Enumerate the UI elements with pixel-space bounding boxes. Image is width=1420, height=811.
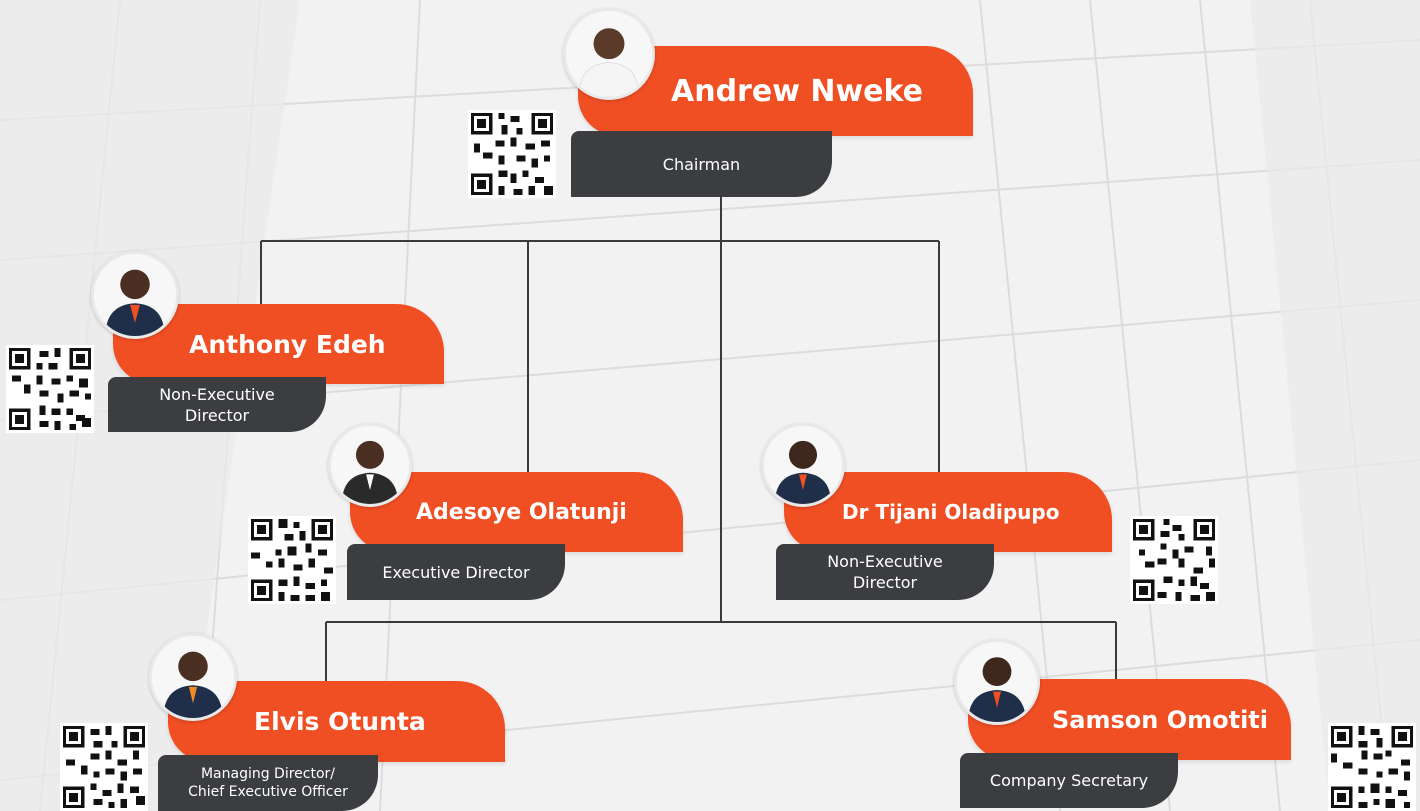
director-name-bar: Dr Tijani Oladipupo xyxy=(784,472,1112,552)
chairman-avatar-person-photo-icon xyxy=(563,8,655,100)
director-title-bar: Executive Director xyxy=(347,544,565,600)
executive-name-bar: Samson Omotiti xyxy=(968,679,1291,760)
executive-title-bar: Company Secretary xyxy=(960,753,1178,808)
chairman-name: Andrew Nweke xyxy=(671,73,924,109)
chairman-title-line: Chairman xyxy=(662,154,741,174)
director-title-line-1: Non-Executive xyxy=(827,552,943,571)
director-avatar-person-photo-icon xyxy=(328,423,412,507)
chairman-qr-code-icon xyxy=(468,110,556,198)
director-avatar-person-photo-icon xyxy=(91,251,179,339)
director-title-line-1: Non-Executive xyxy=(159,384,275,404)
executive-avatar-person-photo-icon xyxy=(149,633,237,721)
chairman-name-bar: Andrew Nweke xyxy=(578,46,973,136)
director-title-bar: Non-Executive Director xyxy=(108,377,326,432)
chairman-title-bar: Chairman xyxy=(571,131,832,197)
executive-title-line-2: Chief Executive Officer xyxy=(188,784,348,800)
executive-avatar-person-photo-icon xyxy=(954,639,1040,725)
director-title-bar: Non-Executive Director xyxy=(776,544,994,600)
executive-qr-code-icon xyxy=(60,723,148,811)
director-name: Dr Tijani Oladipupo xyxy=(842,500,1060,524)
director-qr-code-icon xyxy=(6,345,94,433)
executive-title-bar: Managing Director/ Chief Executive Offic… xyxy=(158,755,378,811)
director-name: Adesoye Olatunji xyxy=(416,499,627,525)
director-qr-code-icon xyxy=(248,516,336,604)
director-qr-code-icon xyxy=(1130,516,1218,604)
director-title-line-2: Director xyxy=(852,573,918,592)
executive-qr-code-icon xyxy=(1328,723,1416,811)
executive-name: Elvis Otunta xyxy=(254,707,426,736)
executive-title-line: Company Secretary xyxy=(989,771,1149,790)
executive-title-line-1: Managing Director/ xyxy=(200,766,336,782)
director-title-line: Executive Director xyxy=(382,562,530,582)
director-avatar-person-photo-icon xyxy=(761,423,845,507)
director-name: Anthony Edeh xyxy=(189,329,386,359)
director-title-line-2: Director xyxy=(184,405,250,425)
executive-name: Samson Omotiti xyxy=(1052,705,1268,734)
